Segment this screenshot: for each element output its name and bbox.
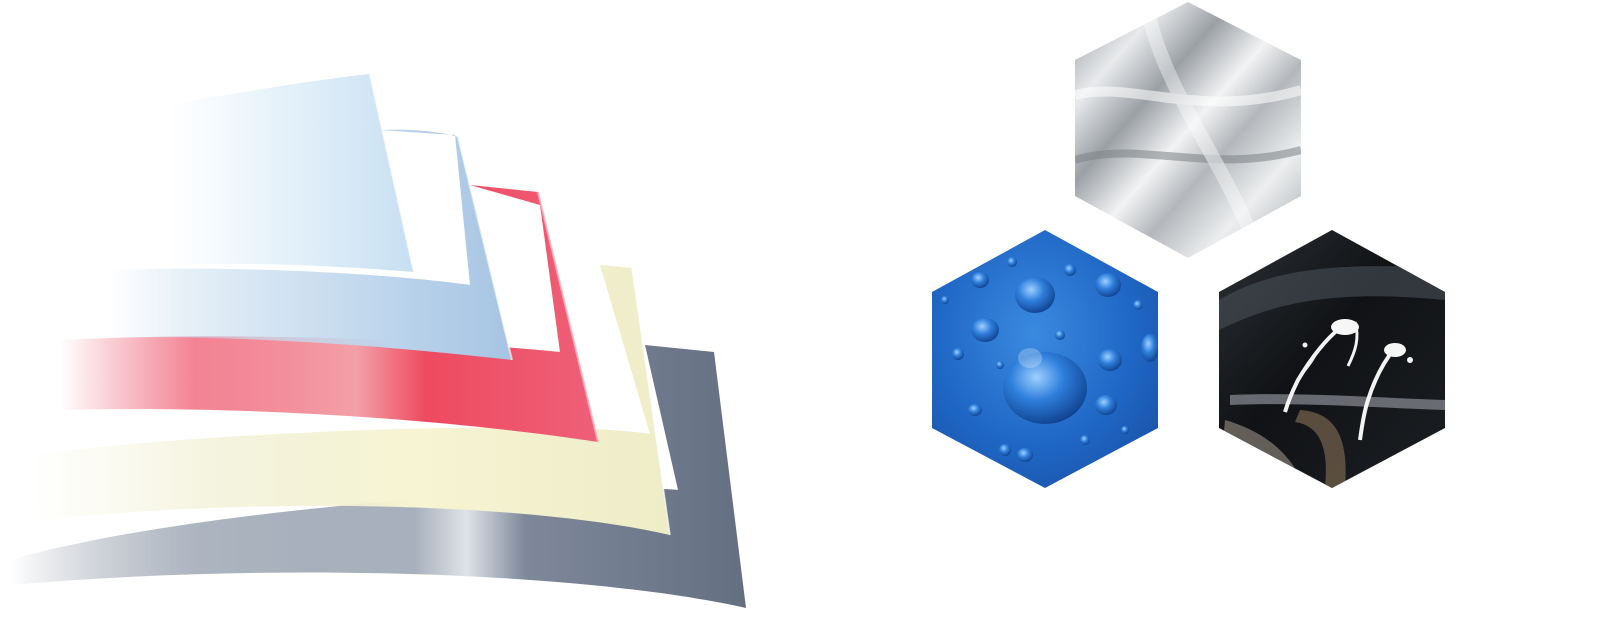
paint-splash-icon (1219, 230, 1445, 488)
layer-cream-primer (30, 265, 670, 535)
chrome-metal-icon (1075, 2, 1301, 258)
layer-top-clear (170, 74, 414, 272)
layer-blue-clear (110, 129, 512, 360)
water-droplets-icon (932, 230, 1158, 488)
coating-layers-illustration (10, 73, 746, 608)
layer-red-basecoat (60, 185, 598, 442)
layer-grey-substrate (10, 345, 746, 608)
